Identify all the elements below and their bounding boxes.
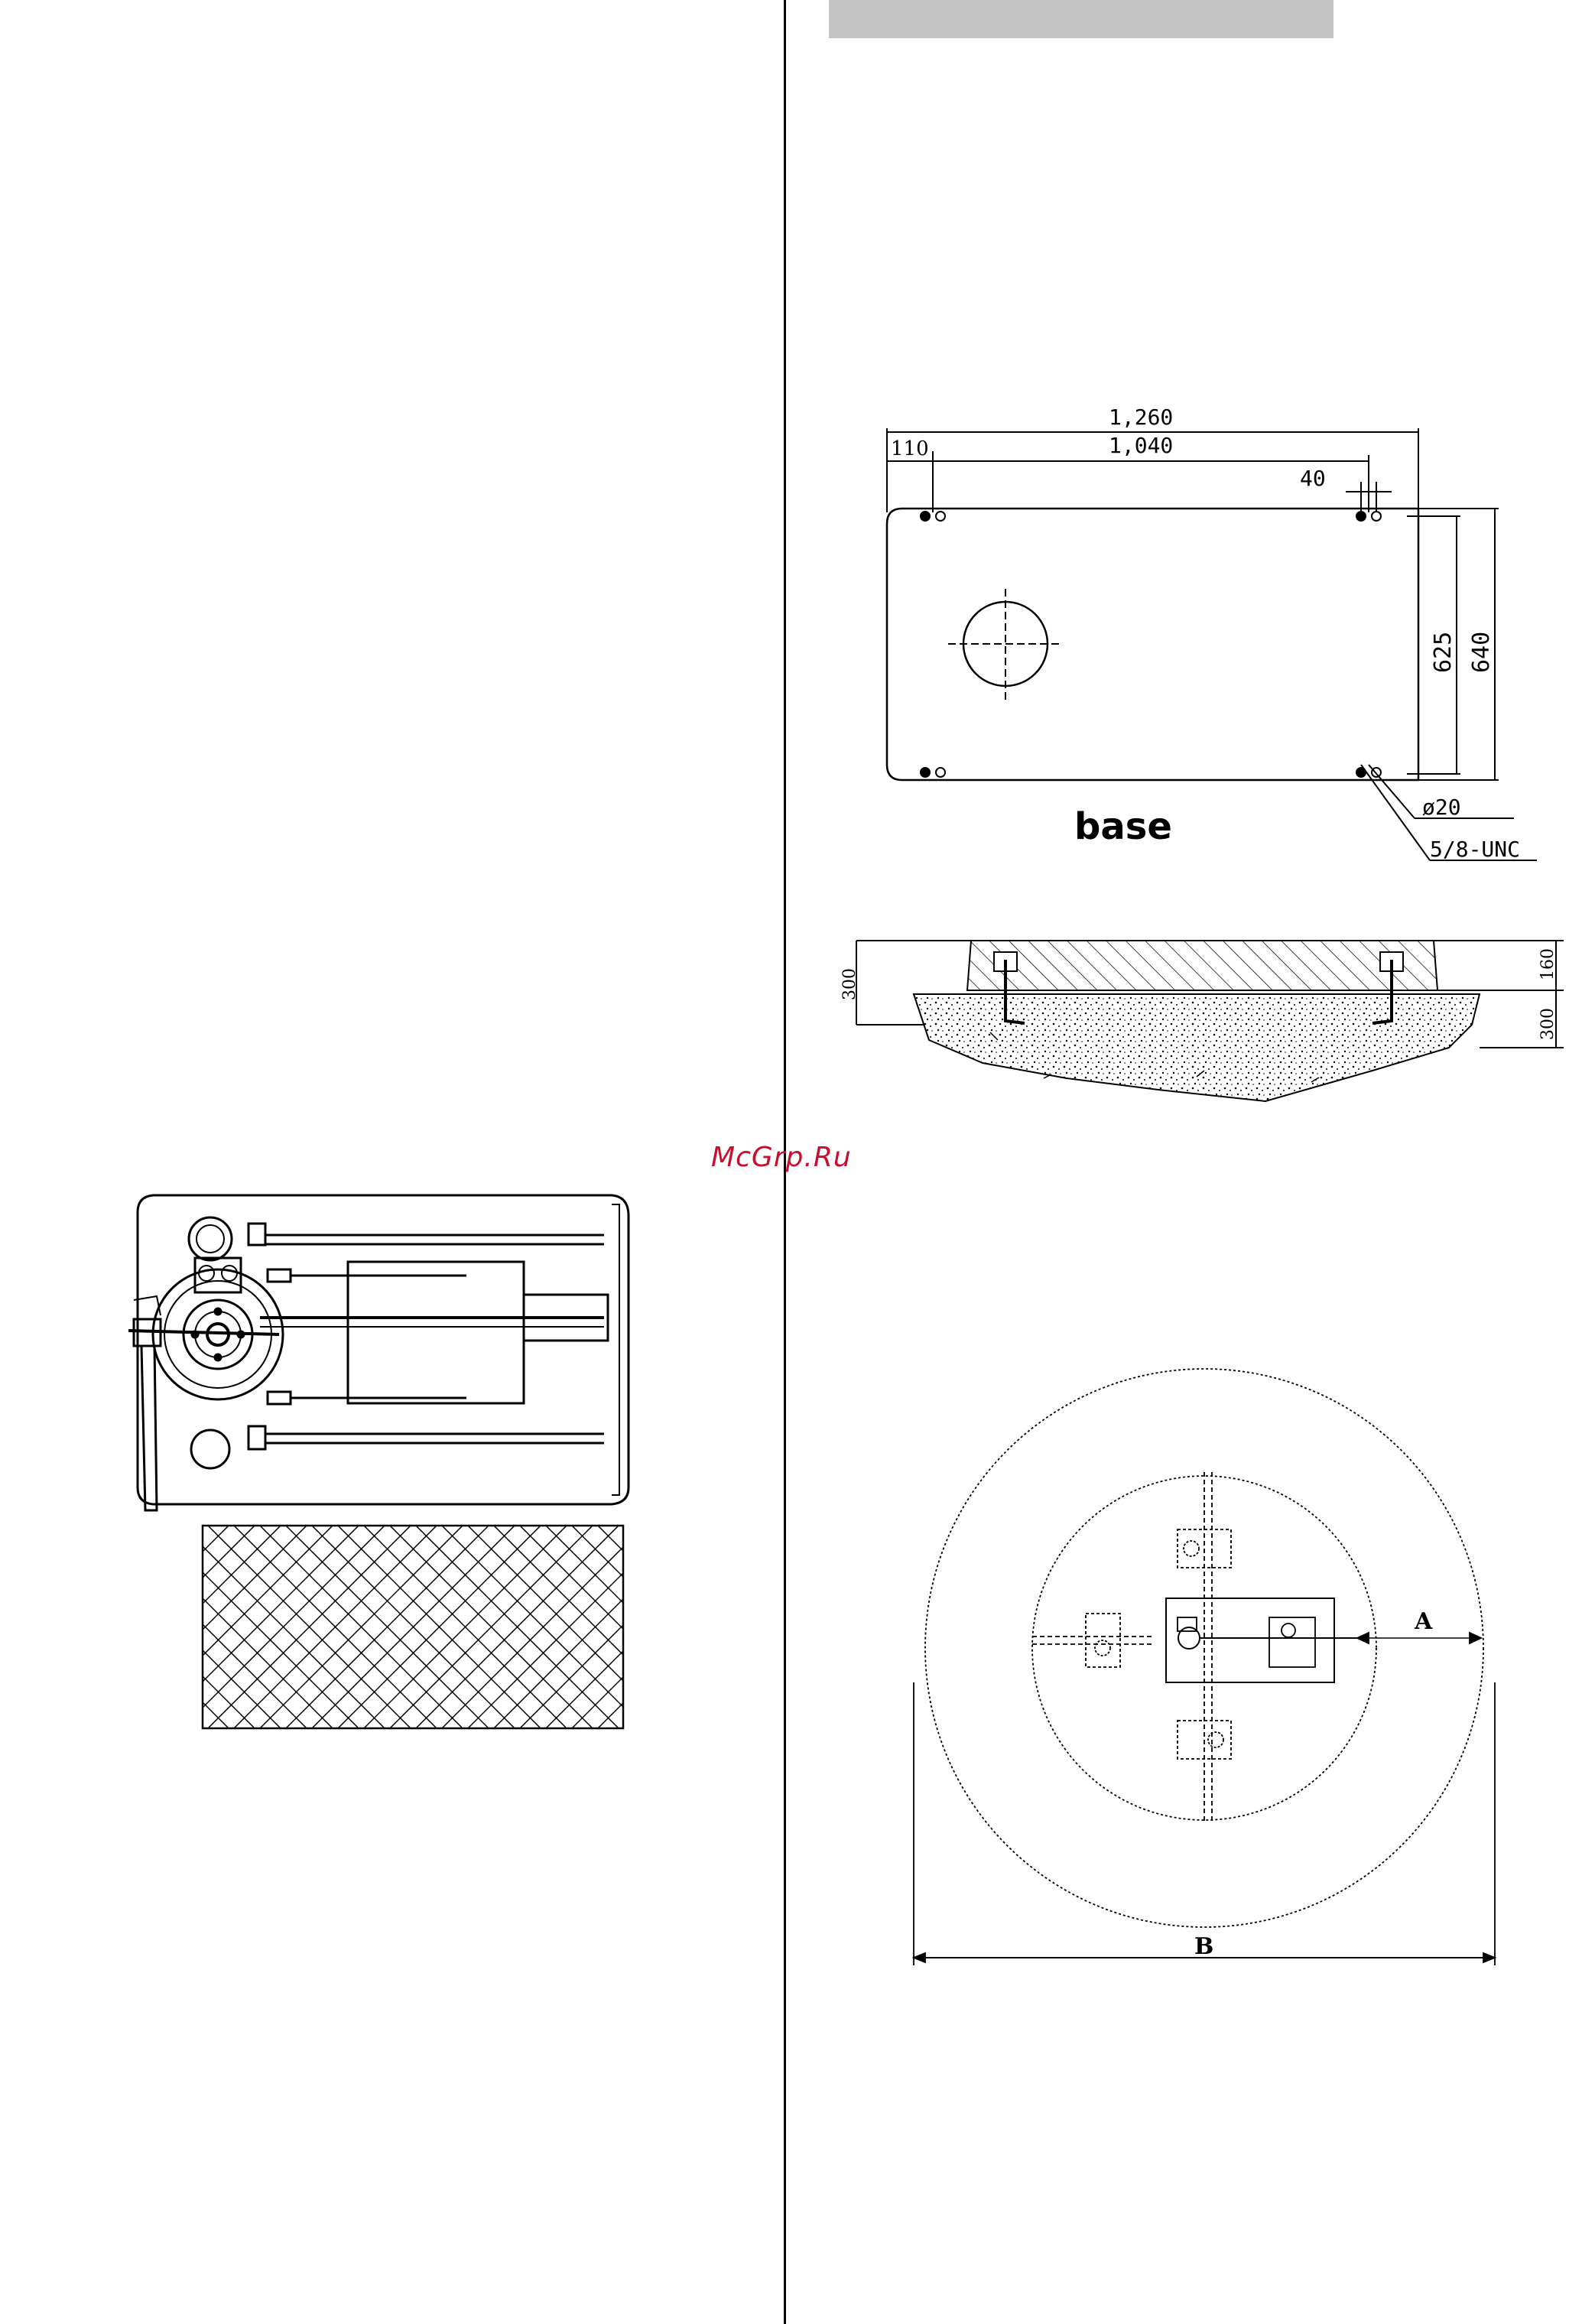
clearance-circle-drawing: A B — [902, 1361, 1499, 1988]
machine-outline — [138, 1195, 629, 1504]
mesh-line — [115, 1526, 255, 1728]
mesh-line — [115, 1526, 281, 1728]
mesh-line — [468, 1526, 635, 1728]
carriage-block — [348, 1262, 524, 1403]
base-plan-drawing: 1,260 1,040 110 40 625 640 ø20 5/8-UNC b… — [872, 398, 1545, 902]
mesh-line — [598, 1526, 635, 1728]
mesh-line — [520, 1526, 635, 1728]
dim-top-label: 160 — [1538, 948, 1558, 980]
mesh-line — [115, 1526, 203, 1728]
label-a: A — [1414, 1608, 1433, 1635]
top-pulley — [189, 1217, 232, 1260]
mesh-pad — [115, 1526, 635, 1728]
foundation-section-drawing: 300 160 300 — [837, 925, 1564, 1124]
dim-right-depth-label: 300 — [1538, 1008, 1558, 1040]
mesh-line — [598, 1526, 635, 1728]
dim-edge-offset-label: 110 — [891, 437, 929, 460]
mesh-line — [624, 1526, 635, 1728]
mesh-line — [115, 1526, 281, 1728]
dim-bolt-rows-label: 625 — [1430, 632, 1457, 673]
header-bar — [829, 0, 1333, 38]
mesh-line — [115, 1526, 255, 1728]
mesh-line — [624, 1526, 635, 1728]
upper-guide-bracket — [249, 1224, 265, 1245]
mesh-line — [442, 1526, 635, 1728]
dim-depth-label: 640 — [1468, 632, 1495, 673]
concrete-layer — [914, 994, 1480, 1101]
base-label: base — [1074, 805, 1172, 848]
machine-top-view-drawing — [115, 1182, 635, 1740]
mesh-line — [572, 1526, 635, 1728]
bottom-pulley — [191, 1430, 229, 1468]
machine-footprint — [1166, 1598, 1334, 1682]
dim-left-depth-label: 300 — [840, 968, 859, 1000]
dim-overall-label: 1,260 — [1109, 405, 1173, 430]
watermark: McGrp.Ru — [711, 1142, 852, 1173]
label-b: B — [1194, 1933, 1213, 1960]
dim-bolt-span-label: 1,040 — [1109, 433, 1173, 458]
mesh-line — [115, 1526, 229, 1728]
mesh-line — [115, 1526, 307, 1728]
mesh-line — [115, 1526, 229, 1728]
mesh-line — [442, 1526, 635, 1728]
thread-label: 5/8-UNC — [1430, 837, 1520, 862]
hole-dia-label: ø20 — [1422, 795, 1461, 820]
mesh-line — [115, 1526, 307, 1728]
mesh-line — [572, 1526, 635, 1728]
dim-bolt-pair-label: 40 — [1300, 466, 1326, 491]
foundation-block — [967, 941, 1437, 990]
mesh-line — [115, 1526, 203, 1728]
mesh-line — [468, 1526, 635, 1728]
mesh-line — [520, 1526, 635, 1728]
